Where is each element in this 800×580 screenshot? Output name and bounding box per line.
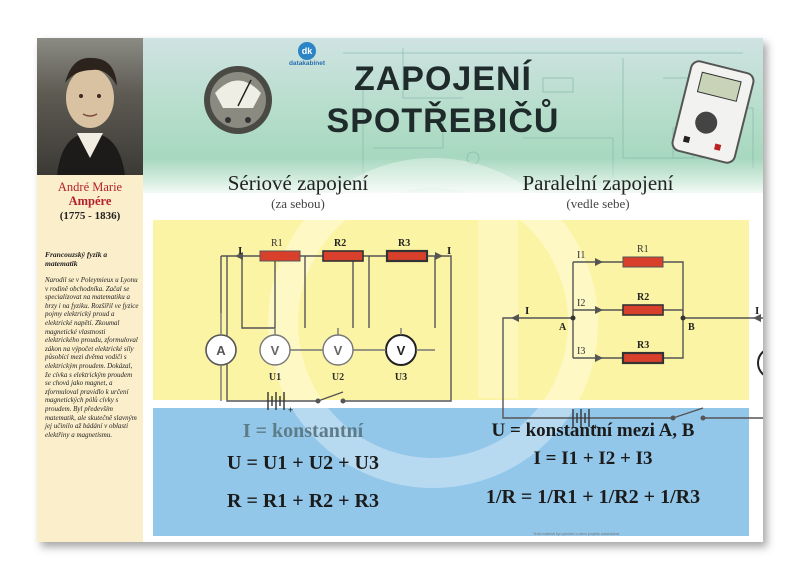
parallel-node-b-dot (680, 315, 686, 321)
series-current-label-left: I (238, 245, 242, 257)
dk-watermark (268, 158, 598, 488)
digital-multimeter-icon (671, 60, 755, 164)
parallel-node-a-dot (570, 315, 576, 321)
series-voltage-label-3: U3 (395, 372, 407, 383)
parallel-resistor-3 (621, 351, 665, 365)
series-resistor-label-2: R2 (334, 238, 346, 249)
series-resistor-1 (259, 250, 301, 262)
series-voltmeter-label-3: V (397, 343, 406, 358)
parallel-resistor-label-3: R3 (637, 340, 649, 351)
scientist-first-name: André Marie (57, 180, 123, 194)
series-current-arrow-left (235, 252, 243, 260)
scientist-bio: Narodil se v Poleymieux u Lyonu v rodině… (45, 276, 139, 439)
parallel-current-label-right: I (755, 305, 759, 317)
datakabinet-logo: dk datakabinet (285, 42, 329, 74)
parallel-resistor-1 (622, 256, 664, 268)
series-battery-icon (267, 392, 285, 410)
series-subtitle: (za sebou) (271, 196, 325, 211)
portrait-drawing (57, 57, 125, 175)
parallel-switch-icon (670, 407, 706, 421)
series-resistor-2 (322, 250, 364, 262)
series-current-arrow-right (435, 252, 443, 260)
parallel-resistor-label-2: R2 (637, 292, 649, 303)
main-area: dk datakabinet ZAPOJENÍ SPOTŘEBIČŮ Sério… (143, 38, 763, 542)
parallel-node-a-label: A (559, 322, 567, 333)
series-battery-plus: + (288, 405, 293, 415)
parallel-title: Paralelní zapojení (522, 171, 674, 195)
parallel-resistor-2 (622, 304, 664, 316)
series-rule-voltage: U = U1 + U2 + U3 (227, 452, 379, 474)
parallel-circuit-diagram: I I I1 I2 I3 R1 R2 R3 A B A + (502, 244, 763, 432)
series-voltmeter-label-2: V (334, 343, 343, 358)
parallel-branch-current-3: I3 (577, 346, 585, 357)
series-resistor-label-3: R3 (398, 238, 410, 249)
logo-text: datakabinet (288, 60, 326, 67)
portrait-image (37, 38, 143, 175)
parallel-current-arrow-right (753, 314, 761, 322)
series-rule-resistance: R = R1 + R2 + R3 (227, 490, 379, 512)
analog-ammeter-icon (204, 66, 272, 134)
parallel-arrow-2 (595, 306, 603, 314)
series-resistor-3 (385, 249, 429, 263)
scientist-last-name: Ampére (68, 194, 112, 208)
parallel-battery-icon (572, 409, 590, 427)
series-resistor-label-1: R1 (271, 238, 283, 249)
parallel-current-label-left: I (525, 305, 529, 317)
parallel-rule-current: I = I1 + I2 + I3 (533, 448, 653, 469)
series-current-label-right: I (447, 245, 451, 257)
parallel-rule-resistance: 1/R = 1/R1 + 1/R2 + 1/R3 (485, 486, 701, 508)
poster: André Marie Ampére (1775 - 1836) Francou… (37, 38, 763, 542)
series-ammeter-label: A (216, 343, 226, 358)
series-voltmeter-label-1: V (271, 343, 280, 358)
title-line-1: ZAPOJENÍ (353, 60, 533, 98)
device-illustrations (204, 60, 755, 164)
scientist-years: (1775 - 1836) (59, 210, 121, 222)
parallel-branch-current-2: I2 (577, 298, 585, 309)
parallel-arrow-1 (595, 258, 603, 266)
series-voltage-label-2: U2 (332, 372, 344, 383)
series-switch-icon (315, 391, 346, 404)
series-rule-current: I = konstantní (242, 420, 364, 442)
series-title: Sériové zapojení (227, 171, 369, 195)
page-title: ZAPOJENÍ SPOTŘEBIČŮ (293, 58, 593, 142)
scientist-name: André Marie Ampére (37, 180, 143, 208)
header-fade (143, 158, 763, 198)
header-banner: dk datakabinet ZAPOJENÍ SPOTŘEBIČŮ (143, 38, 763, 198)
parallel-current-arrow-left (511, 314, 519, 322)
series-circuit-diagram: I I R1 R2 R3 A V V V U1 U2 U3 + (205, 238, 452, 415)
parallel-arrow-3 (595, 354, 603, 362)
title-line-2: SPOTŘEBIČŮ (326, 102, 560, 140)
parallel-node-b-label: B (688, 322, 695, 333)
footer-note: Tento materiál byl vytvořen v rámci proj… (533, 532, 620, 536)
scientist-subtitle: Francouzský fyzik a matematik (45, 250, 108, 268)
series-voltage-label-1: U1 (269, 372, 281, 383)
parallel-rule-voltage: U = konstantní mezi A, B (491, 420, 695, 441)
parallel-branch-current-1: I1 (577, 250, 585, 261)
sidebar: André Marie Ampére (1775 - 1836) Francou… (37, 38, 143, 542)
parallel-subtitle: (vedle sebe) (566, 196, 630, 211)
parallel-ammeter (757, 350, 763, 376)
logo-mark: dk (298, 42, 316, 60)
formulas-panel (153, 408, 749, 536)
parallel-battery-plus: + (593, 422, 598, 432)
parallel-resistor-label-1: R1 (637, 244, 649, 255)
